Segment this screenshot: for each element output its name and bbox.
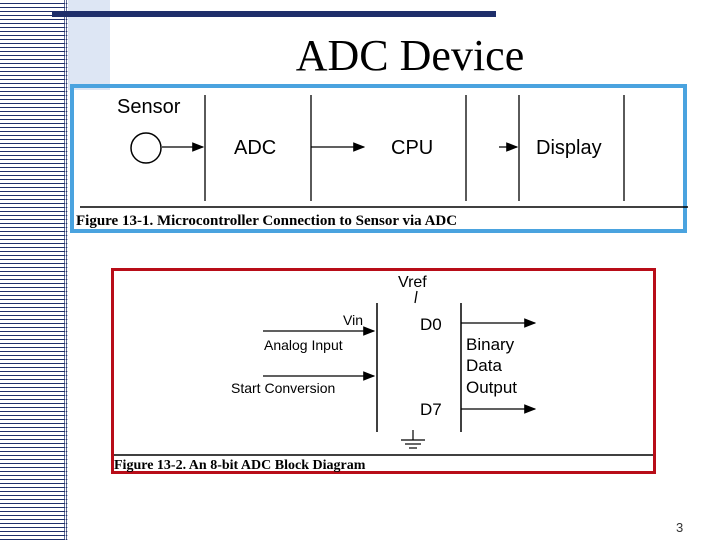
figure2-diagram: Vref Vin Analog Input Start Conversion D…: [114, 274, 653, 473]
label-analog-input: Analog Input: [264, 337, 343, 353]
ground-symbol: [401, 430, 425, 449]
figure2-caption: Figure 13-2. An 8-bit ADC Block Diagram: [114, 458, 366, 473]
label-d7: D7: [420, 400, 442, 419]
block-label-display: Display: [536, 137, 602, 159]
top-rule: [52, 11, 496, 17]
figure2-frame: [111, 268, 656, 474]
label-data: Data: [466, 356, 502, 375]
vref-lead: [414, 290, 418, 304]
figure1-caption: Figure 13-1. Microcontroller Connection …: [76, 213, 457, 229]
page-number: 3: [676, 520, 684, 535]
figure1-diagram: Sensor ADC CPU Display Figure 13-1. Micr…: [76, 95, 688, 229]
label-output: Output: [466, 378, 517, 397]
label-vin: Vin: [343, 312, 363, 328]
block-label-adc: ADC: [234, 137, 276, 159]
sensor-symbol: [130, 132, 162, 164]
label-start-conversion: Start Conversion: [231, 380, 335, 396]
label-d0: D0: [420, 315, 442, 334]
label-vref: Vref: [398, 274, 427, 291]
block-label-sensor: Sensor: [117, 96, 181, 118]
label-binary: Binary: [466, 335, 515, 354]
block-label-cpu: CPU: [391, 137, 433, 159]
left-decorative-bar: [0, 0, 68, 540]
slide-title: ADC Device: [295, 31, 525, 80]
figure1-frame: [70, 84, 687, 233]
